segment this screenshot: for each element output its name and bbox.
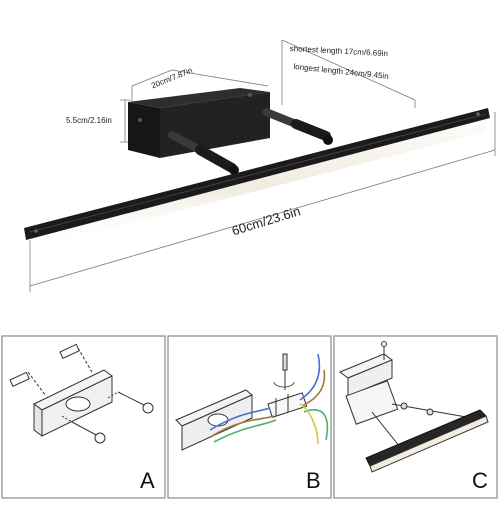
adjustable-arm-left (168, 131, 239, 175)
step-a-illustration (9, 343, 154, 444)
step-b-letter: B (306, 468, 321, 493)
step-b-illustration (175, 353, 329, 451)
step-c-letter: C (472, 468, 488, 493)
step-a-letter: A (140, 468, 155, 493)
adjustable-arm-right (262, 108, 333, 145)
step-panel-a (1, 335, 166, 499)
dimension-width (131, 69, 269, 102)
height-dimension-label: 5.5cm/2.16in (66, 116, 112, 125)
led-light-bar (24, 108, 490, 250)
dimension-arm (281, 39, 416, 108)
step-c-illustration (338, 341, 489, 473)
